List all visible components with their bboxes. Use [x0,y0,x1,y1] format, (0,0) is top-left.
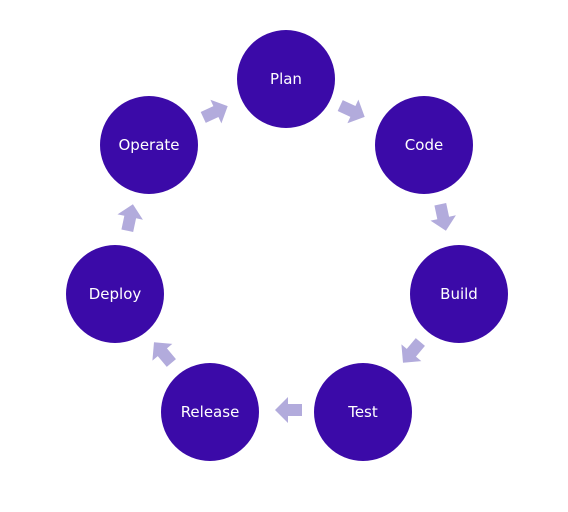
stage-operate-label: Operate [118,136,179,154]
stage-operate: Operate [100,96,198,194]
stage-code-circle [375,96,473,194]
stage-test-label: Test [347,403,378,421]
stage-deploy-circle [66,245,164,343]
cycle-arrows [117,99,456,423]
stage-test-circle [314,363,412,461]
center-triangle-icon [296,199,344,243]
stage-release-label: Release [181,403,240,421]
stage-build-label: Build [440,285,478,303]
arrow-build-to-test-icon [401,338,425,363]
stage-release: Release [161,363,259,461]
arrow-release-to-deploy-icon [152,342,176,367]
stage-code-label: Code [405,136,443,154]
arrow-plan-to-code-icon [337,99,365,124]
cycle-stages: Plan Code Build Test Release Deploy Oper… [66,30,508,461]
arrow-test-to-release-icon [275,397,302,423]
stage-code: Code [375,96,473,194]
stage-test: Test [314,363,412,461]
stage-plan-label: Plan [270,70,302,88]
stage-release-circle [161,363,259,461]
stage-build: Build [410,245,508,343]
stage-build-circle [410,245,508,343]
arrow-code-to-build-icon [430,203,456,231]
arrow-deploy-to-operate-icon [117,204,143,232]
stage-deploy: Deploy [66,245,164,343]
arrow-operate-to-plan-icon [200,99,228,124]
stage-operate-circle [100,96,198,194]
stage-deploy-label: Deploy [89,285,142,303]
stage-plan: Plan [237,30,335,128]
stage-plan-circle [237,30,335,128]
